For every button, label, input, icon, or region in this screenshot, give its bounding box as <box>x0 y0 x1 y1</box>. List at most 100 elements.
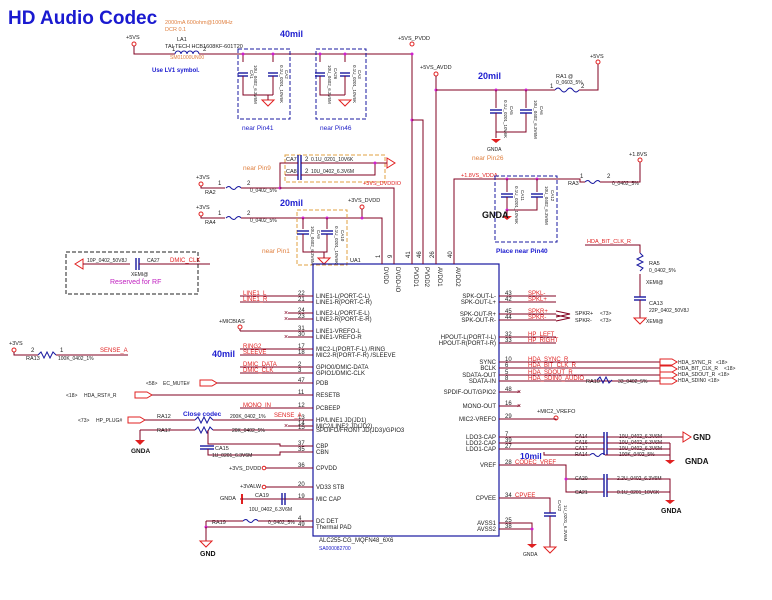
svg-text:<73>: <73> <box>78 418 89 424</box>
left-pin-name: LINE2-L(PORT-E-L) <box>316 311 370 317</box>
svg-text:2: 2 <box>31 348 35 354</box>
right-pin-number: 43 <box>505 291 512 297</box>
right-net-label: HP_RIGHT <box>528 338 559 344</box>
left-pin-number: 23 <box>298 314 305 320</box>
left-pin-number: 14 <box>298 421 305 427</box>
offpage-connector-icon <box>134 391 153 399</box>
svg-text:@: @ <box>568 74 573 80</box>
left-pin-name: CPVDD <box>316 466 338 472</box>
offpage-ec-mute: EC_MUTE# <box>163 381 190 387</box>
svg-text:CA15: CA15 <box>215 446 229 452</box>
reserved-rf-box <box>65 251 199 295</box>
right-pin-number: 6 <box>505 363 509 369</box>
svg-text:XEMI@: XEMI@ <box>646 280 663 286</box>
svg-text:1U_0201_6.3V6M: 1U_0201_6.3V6M <box>212 453 252 459</box>
net-label-3vs-dvdd: +3VS_DVDD <box>348 198 380 204</box>
svg-text:0.1U_0201_10V6K: 0.1U_0201_10V6K <box>617 490 660 496</box>
codec-chip-ua1: UA1 ALC255-CG_MQFN48_6X6 SA000082700 <box>312 258 500 552</box>
chip-body <box>312 263 500 537</box>
left-pin-name: MIC2-R(PORT-F-R) /SLEEVE <box>316 353 396 359</box>
svg-text:0.1U_0201_10V6K: 0.1U_0201_10V6K <box>311 157 354 163</box>
right-pin-name: MONO-OUT <box>463 404 497 410</box>
svg-text:0.1U_0201_10V6K: 0.1U_0201_10V6K <box>334 226 339 264</box>
svg-text:RA12: RA12 <box>157 414 171 420</box>
svg-text:CA27: CA27 <box>147 258 160 264</box>
offpage-connector-icon <box>659 377 678 385</box>
top-pin-name: DVDD-IO <box>394 267 400 293</box>
ra1-ref: RA1 <box>556 74 567 80</box>
right-pin-number: 42 <box>505 297 512 303</box>
right-pin-name: SDATA-OUT <box>462 373 496 379</box>
near-pin40-box <box>494 175 558 243</box>
svg-text:10U_0402_6.3V6M: 10U_0402_6.3V6M <box>327 65 332 104</box>
right-pin-name: AVSS1 <box>477 521 497 527</box>
svg-text:CA11: CA11 <box>520 190 525 201</box>
left-pin-name: LINE1-VREFO-R <box>316 335 362 341</box>
right-net-label: CODEC_VREF <box>515 460 556 466</box>
inductor-current-note: 2000mA 600ohm@100MHz <box>165 20 233 26</box>
svg-text:2: 2 <box>247 181 251 187</box>
svg-text:1: 1 <box>580 174 584 180</box>
svg-text:200K_0402_1%: 200K_0402_1% <box>230 414 266 420</box>
power-port-icon <box>131 41 137 47</box>
svg-text:GNDA: GNDA <box>523 552 538 558</box>
dmic-rf-reserved: 10P_0402_50V8J CA27 DMIC_CLK XEMI@ Reser… <box>65 251 210 295</box>
svg-text:CA26: CA26 <box>333 68 338 80</box>
left-pin-name: Thermal PAD <box>316 525 352 531</box>
right-pin-number: 38 <box>505 524 512 530</box>
right-pin-number: 48 <box>505 387 512 393</box>
left-pin-number: 31 <box>298 326 305 332</box>
use-lv1-note: Use LV1 symbol. <box>152 68 200 74</box>
resistor-icon <box>194 415 214 425</box>
svg-text:0_0402_5%: 0_0402_5% <box>250 218 277 224</box>
left-pin-name: LINE1-L(PORT-C-L) <box>316 294 370 300</box>
svg-text:CA9: CA9 <box>316 230 321 239</box>
right-pin-number: 39 <box>505 438 512 444</box>
offpage-connector-icon <box>659 365 678 373</box>
svg-text:<18>: <18> <box>724 366 735 372</box>
svg-text:RA10: RA10 <box>586 379 600 385</box>
near-pin1-box <box>296 209 348 266</box>
la1-ref: LA1 <box>177 37 187 43</box>
svg-text:CA19: CA19 <box>255 493 269 499</box>
svg-text:10P_0402_50V8J: 10P_0402_50V8J <box>87 258 127 264</box>
svg-text:CA6: CA6 <box>539 106 544 115</box>
svg-text:22P_0402_50V8J: 22P_0402_50V8J <box>649 308 689 314</box>
svg-text:0_0603_5%: 0_0603_5% <box>556 80 583 86</box>
ra2-ref: RA2 <box>205 190 216 196</box>
right-pin-number: 28 <box>505 460 512 466</box>
svg-text:<73>: <73> <box>600 311 611 317</box>
right-pin-name: AVSS2 <box>477 527 497 533</box>
chip-sa-number: SA000082700 <box>319 546 351 552</box>
svg-text:100K_0402_1%: 100K_0402_1% <box>58 356 94 362</box>
left-pin-number: 36 <box>298 463 305 469</box>
svg-text:XEMI@: XEMI@ <box>646 319 663 325</box>
svg-text:<73>: <73> <box>600 318 611 324</box>
resistor-icon <box>596 375 613 385</box>
svg-text:GNDA: GNDA <box>661 508 682 515</box>
net-label-dmic-clk: DMIC_CLK <box>170 258 200 264</box>
net-label-bclk-r: HDA_BIT_CLK_R <box>587 239 631 245</box>
resistor-icon <box>635 252 645 272</box>
offpage-spkr-minus: SPKR- <box>575 318 592 324</box>
pvdd-filter: +5VS LA1 TAI-TECH HCB1608KF-601T20 SM010… <box>126 29 430 260</box>
right-pin-name: SPK-OUT-R+ <box>460 312 497 318</box>
bead-icon <box>242 519 259 523</box>
svg-text:CA22: CA22 <box>557 500 562 512</box>
right-pin-number: 44 <box>505 315 512 321</box>
left-pin-name: HP/LINE1 JD(JD1) <box>316 418 366 424</box>
resistor-icon <box>37 350 57 360</box>
left-pin-name: PCBEEP <box>316 406 340 412</box>
right-net-label: HDA_SYNC_R <box>528 357 569 363</box>
right-peripherals: SPKR+ <73> SPKR- <73> HDA_SYNC_R <18> HD… <box>510 310 735 558</box>
net-label-5vs: +5VS <box>126 35 140 41</box>
right-pin-number: 34 <box>505 493 512 499</box>
offpage-hda-sync: HDA_SYNC_R <box>678 360 712 366</box>
trace-width-10mil: 10mil <box>520 451 542 461</box>
left-pin-number: 20 <box>298 482 305 488</box>
left-pin-name: MIC2/LINE2 JD(JD2) <box>316 424 372 430</box>
svg-text:CA10: CA10 <box>340 230 345 242</box>
top-pin-number: 9 <box>388 254 394 258</box>
net-label-micbias: +MICBIAS <box>219 319 245 325</box>
